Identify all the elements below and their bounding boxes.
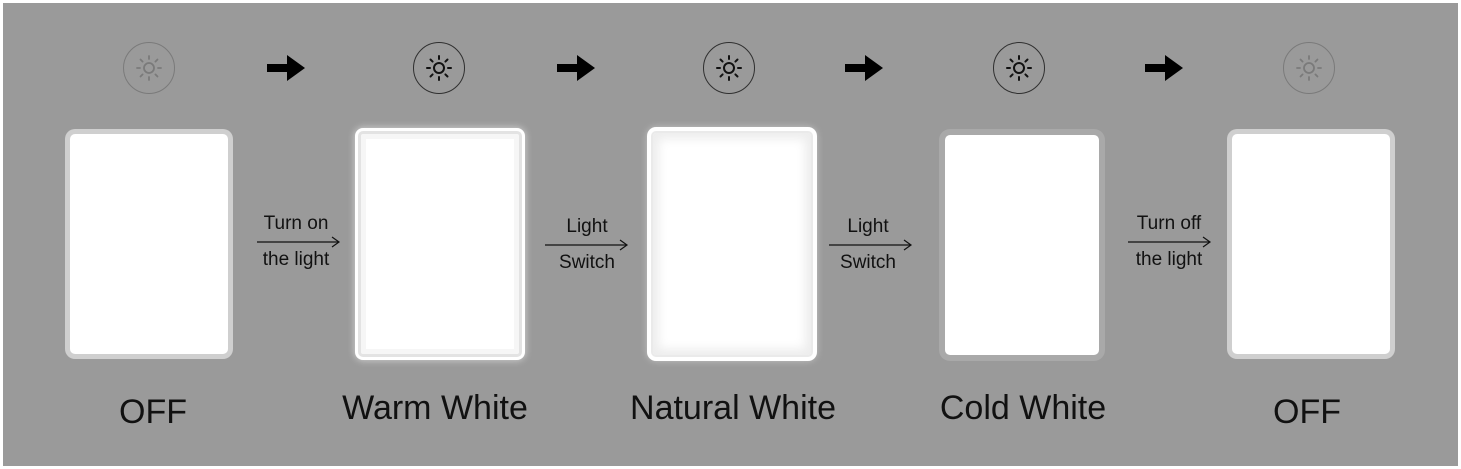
thin-arrow-right-icon	[1128, 236, 1212, 248]
transition-line2: the light	[262, 249, 330, 270]
transition-turn-on: Turn on the light	[236, 213, 356, 271]
bulb-off-icon	[1283, 42, 1335, 94]
light-mode-diagram: Turn on the light Light Switch Light Swi…	[3, 3, 1458, 466]
transition-light-switch: Light Switch	[527, 216, 647, 274]
state-label-natural-white: Natural White	[630, 389, 836, 427]
state-label-off: OFF	[119, 393, 187, 431]
transition-line1: Turn on	[263, 213, 329, 234]
transition-line1: Light	[566, 216, 608, 237]
arrow-right-icon	[557, 55, 595, 81]
state-label-warm-white: Warm White	[342, 389, 528, 427]
bulb-cold-icon	[993, 42, 1045, 94]
bulb-off-icon	[123, 42, 175, 94]
panel-off	[70, 134, 228, 354]
panel-natural-white	[651, 131, 813, 357]
transition-light-switch: Light Switch	[808, 216, 928, 274]
transition-line1: Light	[847, 216, 889, 237]
transition-line2: the light	[1135, 249, 1203, 270]
arrow-right-icon	[845, 55, 883, 81]
thin-arrow-right-icon	[257, 236, 341, 248]
panel-off	[1232, 134, 1390, 354]
transition-line2: Switch	[559, 252, 615, 273]
state-label-cold-white: Cold White	[939, 389, 1107, 427]
bulb-natural-icon	[703, 42, 755, 94]
transition-turn-off: Turn off the light	[1109, 213, 1229, 271]
state-label-off: OFF	[1273, 393, 1341, 431]
thin-arrow-right-icon	[829, 239, 913, 251]
transition-line2: Switch	[840, 252, 896, 273]
panel-cold-white	[945, 135, 1099, 355]
panel-warm-white	[358, 131, 522, 357]
arrow-right-icon	[1145, 55, 1183, 81]
transition-line1: Turn off	[1136, 213, 1202, 234]
thin-arrow-right-icon	[545, 239, 629, 251]
arrow-right-icon	[267, 55, 305, 81]
bulb-warm-icon	[413, 42, 465, 94]
